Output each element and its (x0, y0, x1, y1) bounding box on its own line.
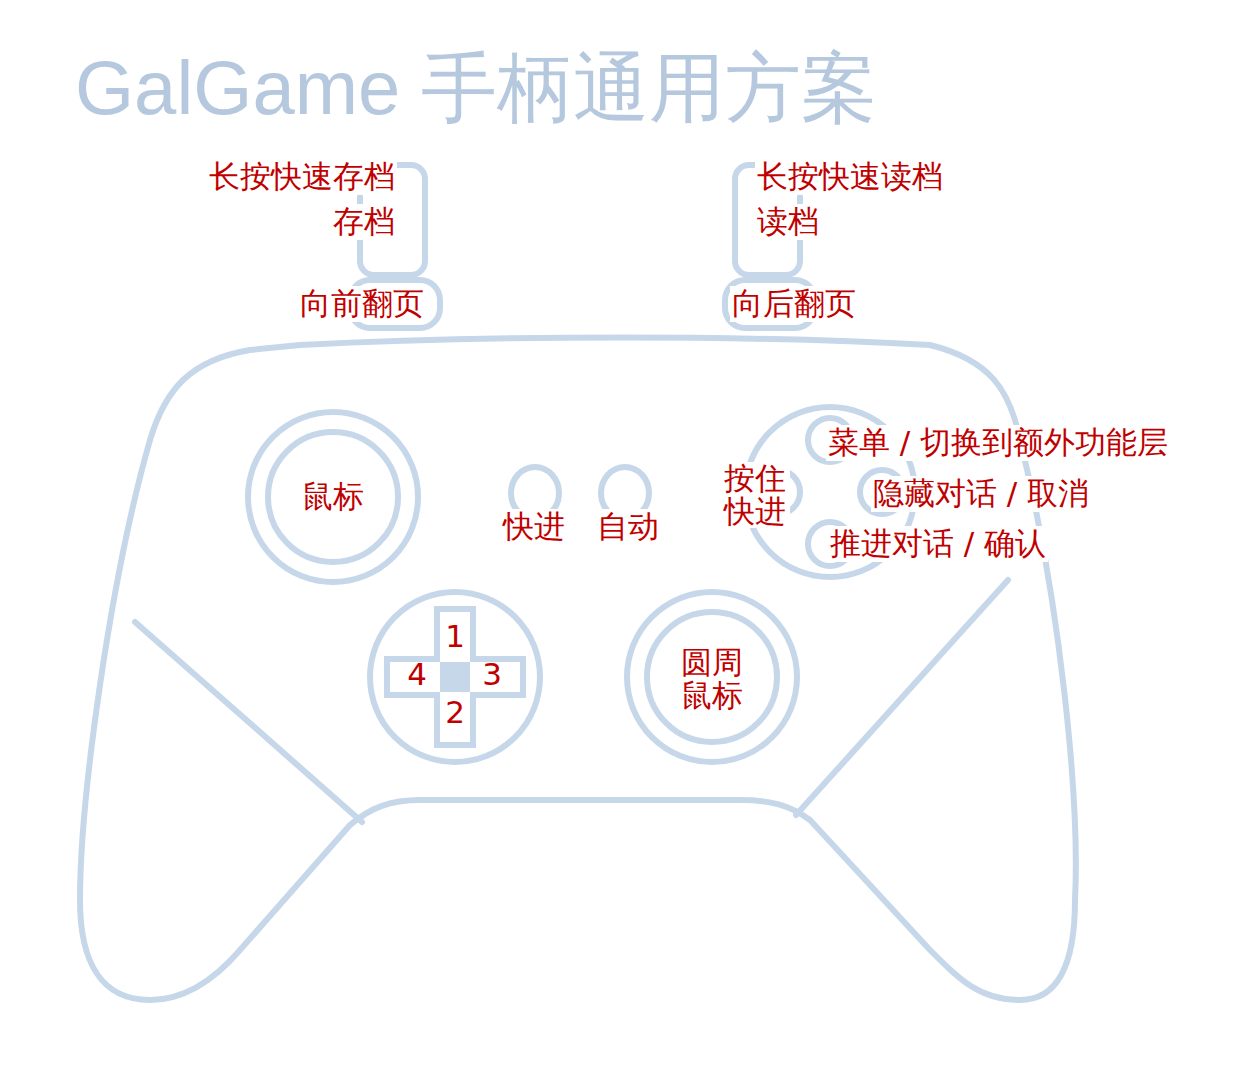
label-slot: 存档 (331, 204, 397, 240)
direction-number: 4 (407, 657, 427, 693)
direction-number: 3 (482, 657, 502, 693)
function-label: 菜单 / 切换到额外功能层 (826, 425, 1170, 461)
text-slot: 3 (482, 657, 502, 693)
stick-label: 圆周 鼠标 (679, 646, 746, 711)
function-label: 按住 快进 (720, 462, 791, 527)
label-slot: 推进对话 / 确认 (828, 526, 1048, 562)
function-label: 快进 (501, 509, 567, 545)
function-label: 向前翻页 (298, 286, 426, 322)
text-slot: 2 (445, 695, 465, 731)
label-slot: 向前翻页 (298, 286, 426, 322)
function-label: 长按快速存档 (207, 159, 397, 195)
dpad-cross (387, 609, 523, 745)
label-slot: 隐藏对话 / 取消 (871, 476, 1091, 512)
right-stick: 圆周 鼠标 (624, 589, 800, 765)
text-slot: 1 (445, 619, 465, 655)
label-slot: 长按快速读档 (755, 159, 945, 195)
function-label: 读档 (755, 204, 821, 240)
label-slot: 向后翻页 (730, 286, 858, 322)
label-slot: 读档 (755, 204, 821, 240)
label-slot: 按住 快进 (720, 462, 791, 527)
label-slot: 菜单 / 切换到额外功能层 (826, 425, 1170, 461)
grip-line (796, 580, 1008, 815)
text-slot: 4 (407, 657, 427, 693)
label-slot: 自动 (595, 509, 661, 545)
inner-ring (268, 432, 398, 562)
diagram-title: GalGame 手柄通用方案 (75, 50, 877, 126)
dpad-center (440, 662, 470, 692)
function-label: 推进对话 / 确认 (828, 526, 1048, 562)
text-slot: 圆周 鼠标 (679, 646, 746, 711)
title-slot: GalGame 手柄通用方案 (75, 50, 877, 126)
function-label: 存档 (331, 204, 397, 240)
label-slot: 长按快速存档 (207, 159, 397, 195)
function-label: 长按快速读档 (755, 159, 945, 195)
inner-ring (647, 612, 777, 742)
outer-ring (627, 592, 797, 762)
dpad-outline (367, 589, 543, 765)
direction-number: 1 (445, 619, 465, 655)
function-label: 隐藏对话 / 取消 (871, 476, 1091, 512)
outer-ring (248, 412, 418, 582)
text-slot: 鼠标 (302, 479, 364, 515)
direction-number: 2 (445, 695, 465, 731)
grip-line (135, 622, 362, 822)
function-label: 自动 (595, 509, 661, 545)
function-label: 向后翻页 (730, 286, 858, 322)
outer-ring (370, 592, 540, 762)
dpad: 14 32 (367, 589, 543, 765)
left-stick: 鼠标 (245, 409, 421, 585)
label-slot: 快进 (501, 509, 567, 545)
stick-label: 鼠标 (302, 479, 364, 515)
